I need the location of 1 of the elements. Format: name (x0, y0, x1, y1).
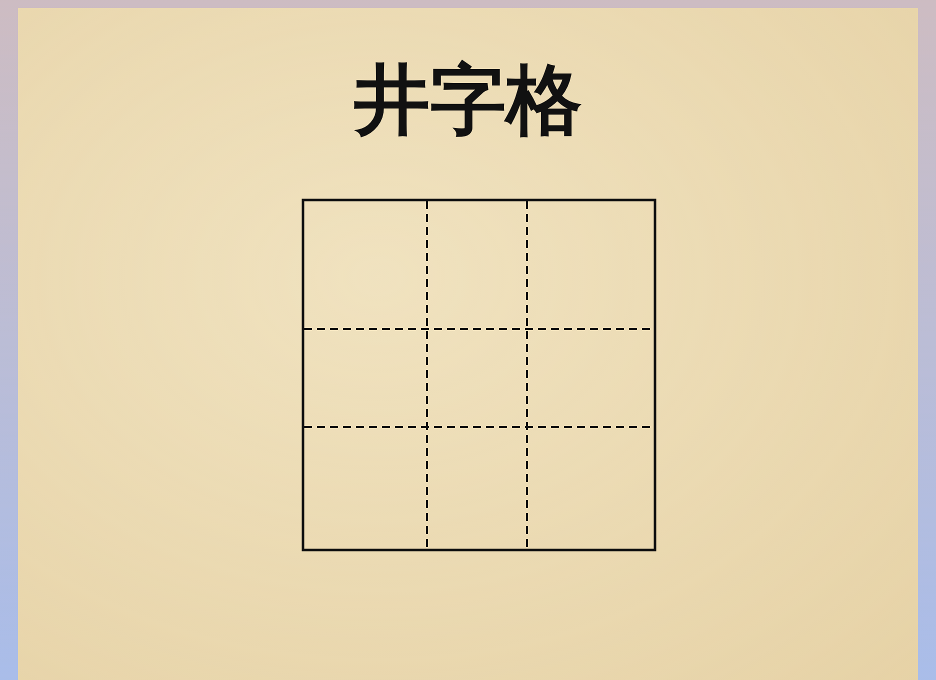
title: 井字格 (353, 54, 583, 146)
